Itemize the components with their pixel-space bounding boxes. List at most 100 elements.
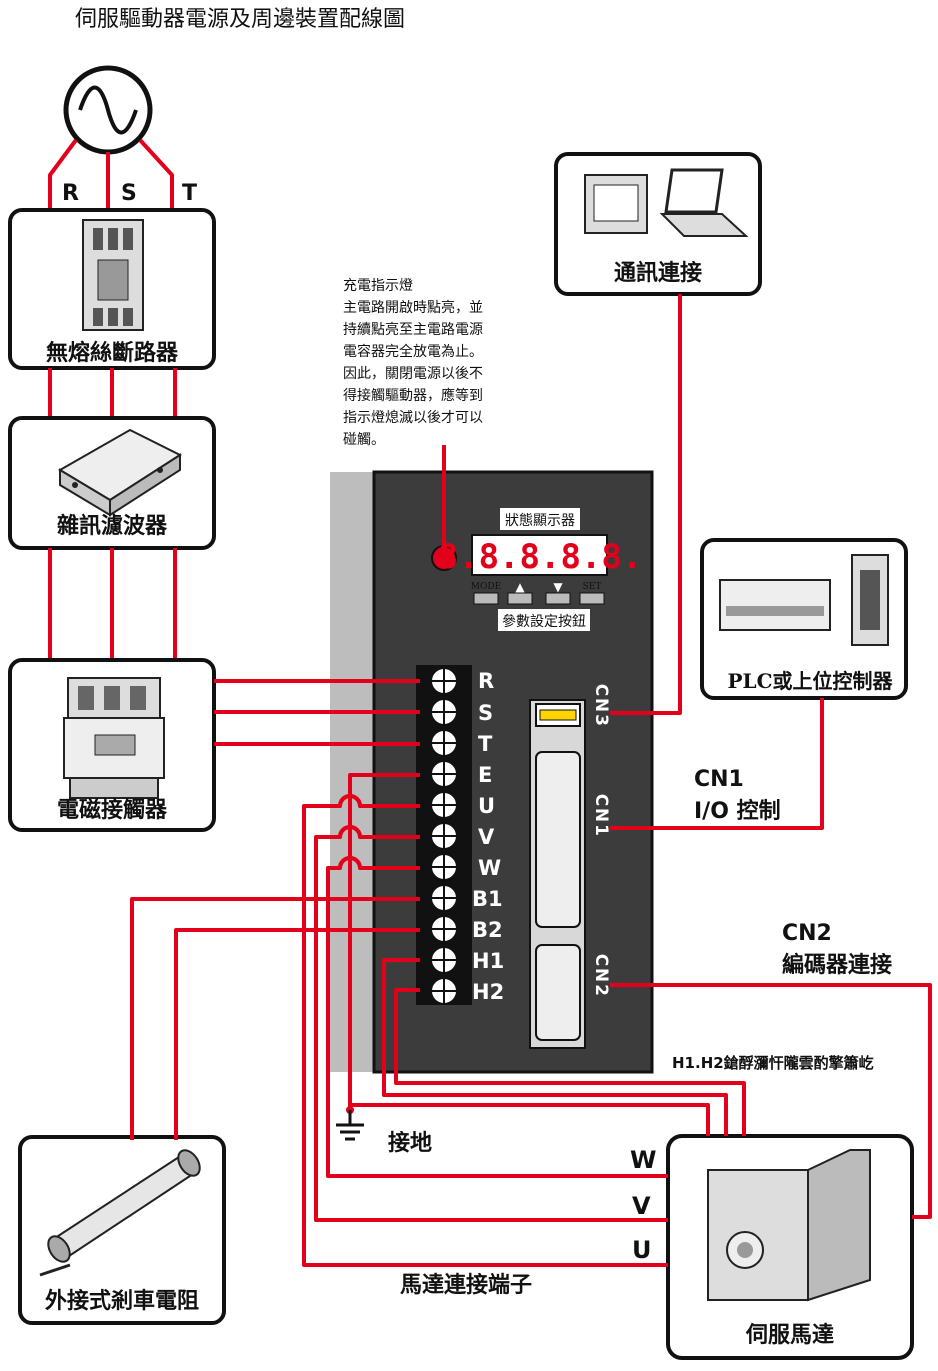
- ac-source: [63, 65, 153, 155]
- terminal-label-b2: B2: [472, 918, 503, 942]
- motor-terminal-w: W: [630, 1146, 656, 1174]
- breaker-icon: [82, 219, 144, 331]
- connector-label-cn3-char-1: N: [591, 698, 611, 712]
- hmi-icon: [584, 174, 648, 234]
- motor-terminal-u: U: [632, 1236, 652, 1264]
- cn2-desc: 編碼器連接: [782, 952, 892, 978]
- breaker-label: 無熔絲斷路器: [46, 340, 179, 366]
- brake-resistor-label: 外接式剎車電阻: [45, 1288, 199, 1314]
- controller-card-icon: [851, 554, 889, 646]
- noise-filter-label: 雜訊濾波器: [57, 513, 168, 539]
- charge-indicator-led: [431, 545, 457, 571]
- terminal-screw-e[interactable]: [430, 760, 458, 788]
- servo-motor-icon: [707, 1149, 871, 1302]
- status-display-label: 狀態顯示器: [505, 513, 575, 529]
- status-display-label-box: [500, 508, 580, 530]
- terminal-screws: [430, 667, 458, 1005]
- terminal-screw-s[interactable]: [430, 698, 458, 726]
- set-label: SET: [583, 582, 602, 592]
- status-display-digits: 8.8.8.8.8.: [438, 537, 643, 577]
- driver-heatsink: [330, 472, 378, 1072]
- charge-note-title: 充電指示燈: [343, 278, 413, 294]
- page-title: 伺服驅動器電源及周邊裝置配線圖: [75, 7, 405, 32]
- terminal-label-b1: B1: [472, 887, 503, 911]
- motor-terminal-v: V: [632, 1192, 651, 1220]
- wire-source-r: [48, 138, 78, 212]
- terminal-label-r: R: [478, 669, 494, 693]
- sine-wave-icon: [78, 85, 138, 135]
- contactor-icon: [63, 677, 165, 799]
- motor-label: 伺服馬達: [745, 1322, 834, 1348]
- connector-label-cn3-char-0: C: [591, 684, 611, 696]
- charge-note-line-3: 電容器完全放電為止。: [343, 343, 483, 360]
- cn2-port[interactable]: [535, 944, 581, 1041]
- wire-h1: [382, 958, 728, 1136]
- connector-label-cn2-char-2: 2: [591, 984, 611, 996]
- terminal-label-h1: H1: [472, 949, 504, 973]
- terminal-screw-v[interactable]: [430, 822, 458, 850]
- ground-label: 接地: [388, 1130, 432, 1156]
- connector-label-cn2-char-0: C: [591, 954, 611, 966]
- mode-button[interactable]: [473, 592, 499, 605]
- wire-motor-ground: [350, 1103, 710, 1136]
- terminal-screw-w[interactable]: [430, 853, 458, 881]
- wire-b1: [130, 897, 420, 1140]
- wire-cn3: [610, 294, 682, 715]
- phase-t-label: T: [182, 181, 197, 206]
- cn1-desc: I/O 控制: [694, 798, 781, 824]
- laptop-icon: [659, 168, 749, 237]
- cn2-title: CN2: [782, 921, 832, 946]
- phase-s-label: S: [121, 181, 137, 206]
- terminal-screw-u[interactable]: [430, 791, 458, 819]
- down-label: ▼: [553, 580, 563, 594]
- charge-note-line-6: 指示燈熄滅以後才可以: [343, 409, 483, 426]
- set-button[interactable]: [579, 592, 605, 605]
- cn1-port[interactable]: [535, 751, 581, 928]
- terminal-screw-r[interactable]: [430, 667, 458, 695]
- terminal-screw-h2[interactable]: [430, 977, 458, 1005]
- terminal-label-t: T: [478, 732, 493, 756]
- charge-note-line-1: 主電路開啟時點亮，並: [343, 299, 483, 316]
- contactor-label: 電磁接觸器: [57, 797, 168, 823]
- plc-icon: [719, 579, 831, 631]
- status-display: [471, 534, 608, 576]
- terminal-screw-b2[interactable]: [430, 915, 458, 943]
- wire-hop-v: [338, 825, 362, 838]
- motor-terminals-label: 馬達連接端子: [400, 1272, 532, 1298]
- terminal-label-v: V: [478, 825, 495, 849]
- cn1-title: CN1: [694, 767, 744, 792]
- terminal-label-e: E: [478, 763, 492, 787]
- resistor-icon: [39, 1149, 201, 1277]
- wire-hop-u: [338, 794, 362, 807]
- terminal-screw-t[interactable]: [430, 729, 458, 757]
- up-button[interactable]: [507, 592, 533, 605]
- ground-icon: [336, 1110, 364, 1141]
- phase-r-label: R: [62, 181, 79, 206]
- wire-source-t: [138, 138, 174, 212]
- parameter-buttons: MODE ▲ ▼ SET: [471, 580, 605, 605]
- charge-note: 充電指示燈 主電路開啟時點亮，並 持續點亮至主電路電源 電容器完全放電為止。 因…: [343, 278, 483, 448]
- terminal-label-u: U: [478, 794, 495, 818]
- terminal-screw-b1[interactable]: [430, 884, 458, 912]
- wire-h2: [394, 988, 746, 1136]
- comm-label: 通訊連接: [614, 260, 702, 286]
- parameter-buttons-label: 參數設定按鈕: [502, 614, 586, 630]
- down-button[interactable]: [545, 592, 571, 605]
- wire-cn1: [610, 698, 824, 830]
- charge-note-line-2: 持續點亮至主電路電源: [343, 321, 483, 338]
- terminal-label-h2: H2: [472, 980, 504, 1004]
- connector-label-cn3-char-2: 3: [591, 714, 611, 726]
- connector-label-cn1-char-0: C: [591, 794, 611, 806]
- charge-note-line-5: 得接觸驅動器，應等到: [343, 387, 483, 404]
- plc-label: PLC或上位控制器: [727, 669, 893, 693]
- wire-cn2: [610, 983, 932, 1219]
- terminal-screw-h1[interactable]: [430, 946, 458, 974]
- mode-label: MODE: [471, 582, 501, 592]
- wire-hop-w: [338, 856, 362, 869]
- charge-note-line-7: 碰觸。: [343, 432, 385, 448]
- terminal-label-w: W: [478, 856, 501, 880]
- wire-ground: [348, 773, 420, 1110]
- connector-label-cn1-char-2: 1: [591, 824, 611, 836]
